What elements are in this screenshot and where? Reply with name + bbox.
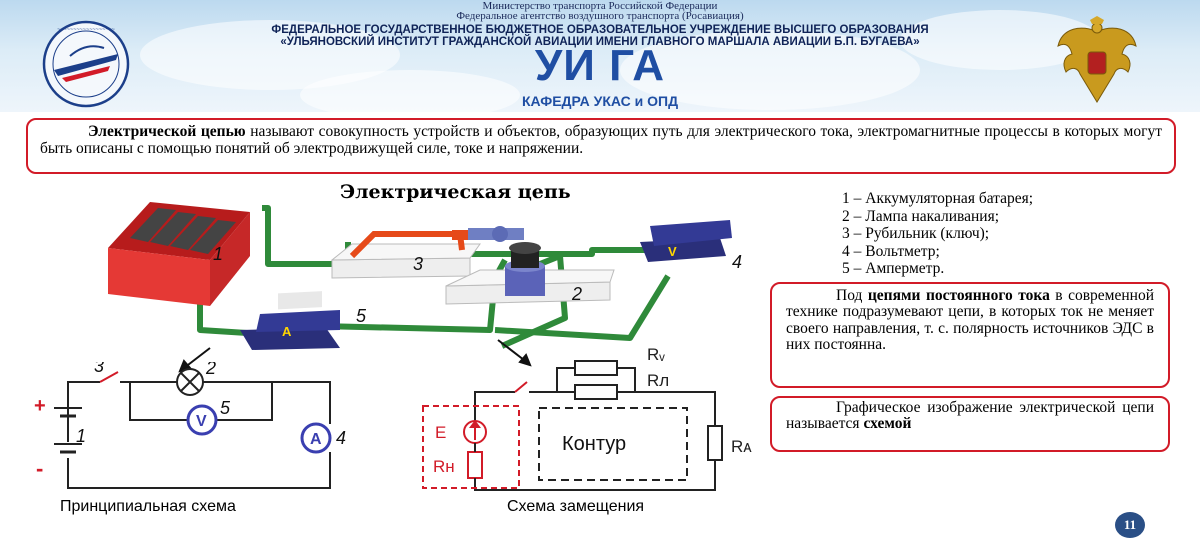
battery — [108, 202, 250, 306]
definition-box: Электрической цепью называют совокупност… — [26, 118, 1176, 174]
graph-note-text: Графическое изображение электрической це… — [786, 399, 1154, 432]
legend-item: 5 – Амперметр. — [842, 260, 945, 278]
diagram-title: Электрическая цепь — [340, 181, 571, 203]
dc-circuit-note: Под цепями постоянного тока в современно… — [770, 282, 1170, 388]
emf-label: E — [435, 423, 446, 442]
plus-sign: + — [34, 395, 46, 417]
ammeter-symbol-label: A — [310, 431, 322, 448]
dc-note-prefix: Под — [836, 287, 868, 304]
definition-term: Электрической цепью — [88, 123, 246, 140]
resistor-ra — [707, 425, 723, 461]
legend-item: 4 – Вольтметр; — [842, 242, 940, 260]
voltmeter: V — [640, 220, 732, 262]
institute-logo: ~~~~~~~~~~~~~~~~~~ — [42, 20, 130, 108]
institution-line-1: ФЕДЕРАЛЬНОЕ ГОСУДАРСТВЕННОЕ БЮДЖЕТНОЕ ОБ… — [271, 24, 929, 36]
minus-sign: - — [36, 456, 43, 481]
ministry-line-1: Министерство транспорта Российской Федер… — [482, 0, 718, 12]
schematic-label-5: 5 — [220, 398, 231, 418]
resistor-rv — [574, 360, 618, 376]
diagram-label-5: 5 — [356, 306, 367, 326]
voltmeter-mark: V — [668, 244, 677, 259]
legend-item: 2 – Лампа накаливания; — [842, 207, 1000, 225]
principal-schematic: V A 3 2 5 4 1 + - — [34, 362, 346, 489]
source-box — [422, 405, 520, 489]
resistor-rn — [467, 451, 483, 479]
equivalent-schematic: Контур E Rн Rᵥ Rл Rᴀ — [422, 345, 752, 491]
schema-definition-note: Графическое изображение электрической це… — [770, 396, 1170, 452]
diagram-label-2: 2 — [571, 284, 582, 304]
ammeter-symbol — [300, 422, 332, 454]
circuit-illustration: V A 1 2 3 4 5 — [108, 202, 742, 373]
resistor-rl — [574, 384, 618, 400]
diagram-label-3: 3 — [413, 254, 423, 274]
ammeter: A — [240, 291, 340, 350]
voltmeter-symbol — [186, 404, 218, 436]
graph-note-term: схемой — [863, 414, 912, 432]
schematic-label-4: 4 — [336, 428, 346, 448]
definition-text: называют совокупность устройств и объект… — [40, 123, 1162, 157]
legend-item: 1 – Аккумуляторная батарея; — [842, 190, 1034, 207]
component-legend: 1 – Аккумуляторная батарея; 2 – Лампа на… — [842, 190, 1033, 278]
lamp — [445, 242, 615, 305]
knife-switch — [330, 226, 524, 279]
equivalent-schematic-caption: Схема замещения — [507, 498, 645, 515]
institution-line-2: «УЛЬЯНОВСКИЙ ИНСТИТУТ ГРАЖДАНСКОЙ АВИАЦИ… — [280, 36, 920, 48]
schematic-label-3: 3 — [94, 362, 104, 376]
voltmeter-symbol-label: V — [196, 413, 207, 430]
rv-label: Rᵥ — [647, 345, 665, 364]
contour-label: Контур — [562, 433, 626, 455]
rl-label: Rл — [647, 371, 669, 390]
diagram-label-4: 4 — [732, 252, 742, 272]
ammeter-mark: A — [282, 324, 292, 339]
header-banner: Министерство транспорта Российской Федер… — [0, 0, 1200, 112]
page-number-badge: 11 — [1115, 512, 1145, 538]
dc-note-text: в современной технике подразумевают цепи… — [786, 287, 1154, 354]
contour-box — [538, 407, 688, 481]
ministry-line-2: Федеральное агентство воздушного транспо… — [456, 10, 744, 22]
dc-note-term: цепями постоянного тока — [867, 287, 1050, 304]
diagram-label-1: 1 — [213, 244, 223, 264]
principal-schematic-caption: Принципиальная схема — [60, 498, 236, 515]
rn-label: Rн — [433, 457, 455, 476]
schematic-label-2: 2 — [205, 362, 216, 378]
eagle-emblem — [1057, 16, 1137, 103]
legend-item: 3 – Рубильник (ключ); — [842, 225, 990, 243]
institute-acronym: УИ ГА — [534, 41, 666, 90]
svg-text:~~~~~~~~~~~~~~~~~~: ~~~~~~~~~~~~~~~~~~ — [57, 27, 115, 33]
department-name: КАФЕДРА УКАС и ОПД — [521, 93, 679, 109]
ra-label: Rᴀ — [731, 437, 752, 456]
schematic-label-1: 1 — [76, 426, 86, 446]
